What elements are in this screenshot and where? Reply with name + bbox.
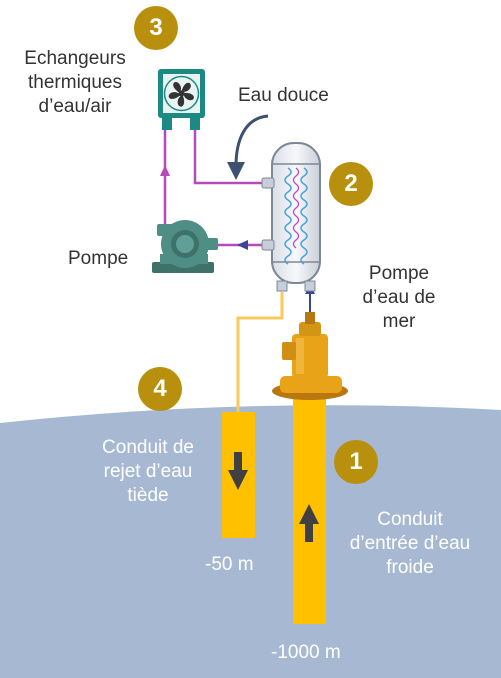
fresh-water-pointer: [234, 114, 269, 167]
step-badge-3: 3: [134, 6, 178, 50]
circulation-pump: [152, 220, 218, 273]
cold-intake-label-line-1: Conduit: [377, 509, 443, 530]
fresh-water-label: Eau douce: [238, 85, 329, 106]
air-exchangers-label-line-3: d’eau/air: [38, 96, 112, 117]
air-exchangers-label-line-2: thermiques: [28, 72, 122, 93]
seawater-pump: [272, 312, 348, 400]
step-badge-1: 1: [334, 440, 378, 484]
air-exchangers-label-line-1: Echangeurs: [24, 48, 126, 69]
cold-intake-label-line-3: froide: [386, 557, 434, 578]
freshwater-arrow-left: [237, 240, 248, 250]
fan-icon: [163, 75, 200, 112]
cold-intake-label: Conduit d’entrée d’eau froide: [328, 508, 492, 580]
freshwater-arrow-up: [160, 165, 170, 176]
sea-background: [0, 405, 501, 678]
warm-discharge-label: Conduit de rejet d’eau tiède: [82, 436, 214, 508]
air-exchangers-label: Echangeurs thermiques d’eau/air: [10, 47, 140, 119]
discharge-depth-label: -50 m: [205, 554, 254, 575]
cold-intake-label-line-2: d’entrée d’eau: [349, 533, 471, 554]
seawater-pump-label-line-2: d’eau de: [362, 287, 436, 308]
arrow-down-icon: [228, 452, 248, 490]
heat-exchanger-tank: [261, 142, 321, 292]
pump-label: Pompe: [68, 248, 129, 269]
intake-depth-label: -1000 m: [271, 642, 341, 663]
fresh-water-pointer-head: [227, 162, 245, 180]
air-heat-exchanger: [158, 69, 205, 130]
arrow-up-icon: [299, 504, 319, 542]
warm-discharge-line: [236, 292, 284, 412]
warm-discharge-label-line-1: Conduit de: [102, 437, 194, 458]
warm-discharge-label-line-2: rejet d’eau: [103, 461, 193, 482]
step-badge-4: 4: [138, 367, 182, 411]
warm-discharge-label-line-3: tiède: [127, 485, 169, 506]
seawater-pump-label-line-1: Pompe: [368, 263, 430, 284]
step-badge-2: 2: [329, 162, 373, 206]
seawater-pump-label-line-3: mer: [382, 311, 416, 332]
seawater-pump-label: Pompe d’eau de mer: [344, 262, 454, 334]
